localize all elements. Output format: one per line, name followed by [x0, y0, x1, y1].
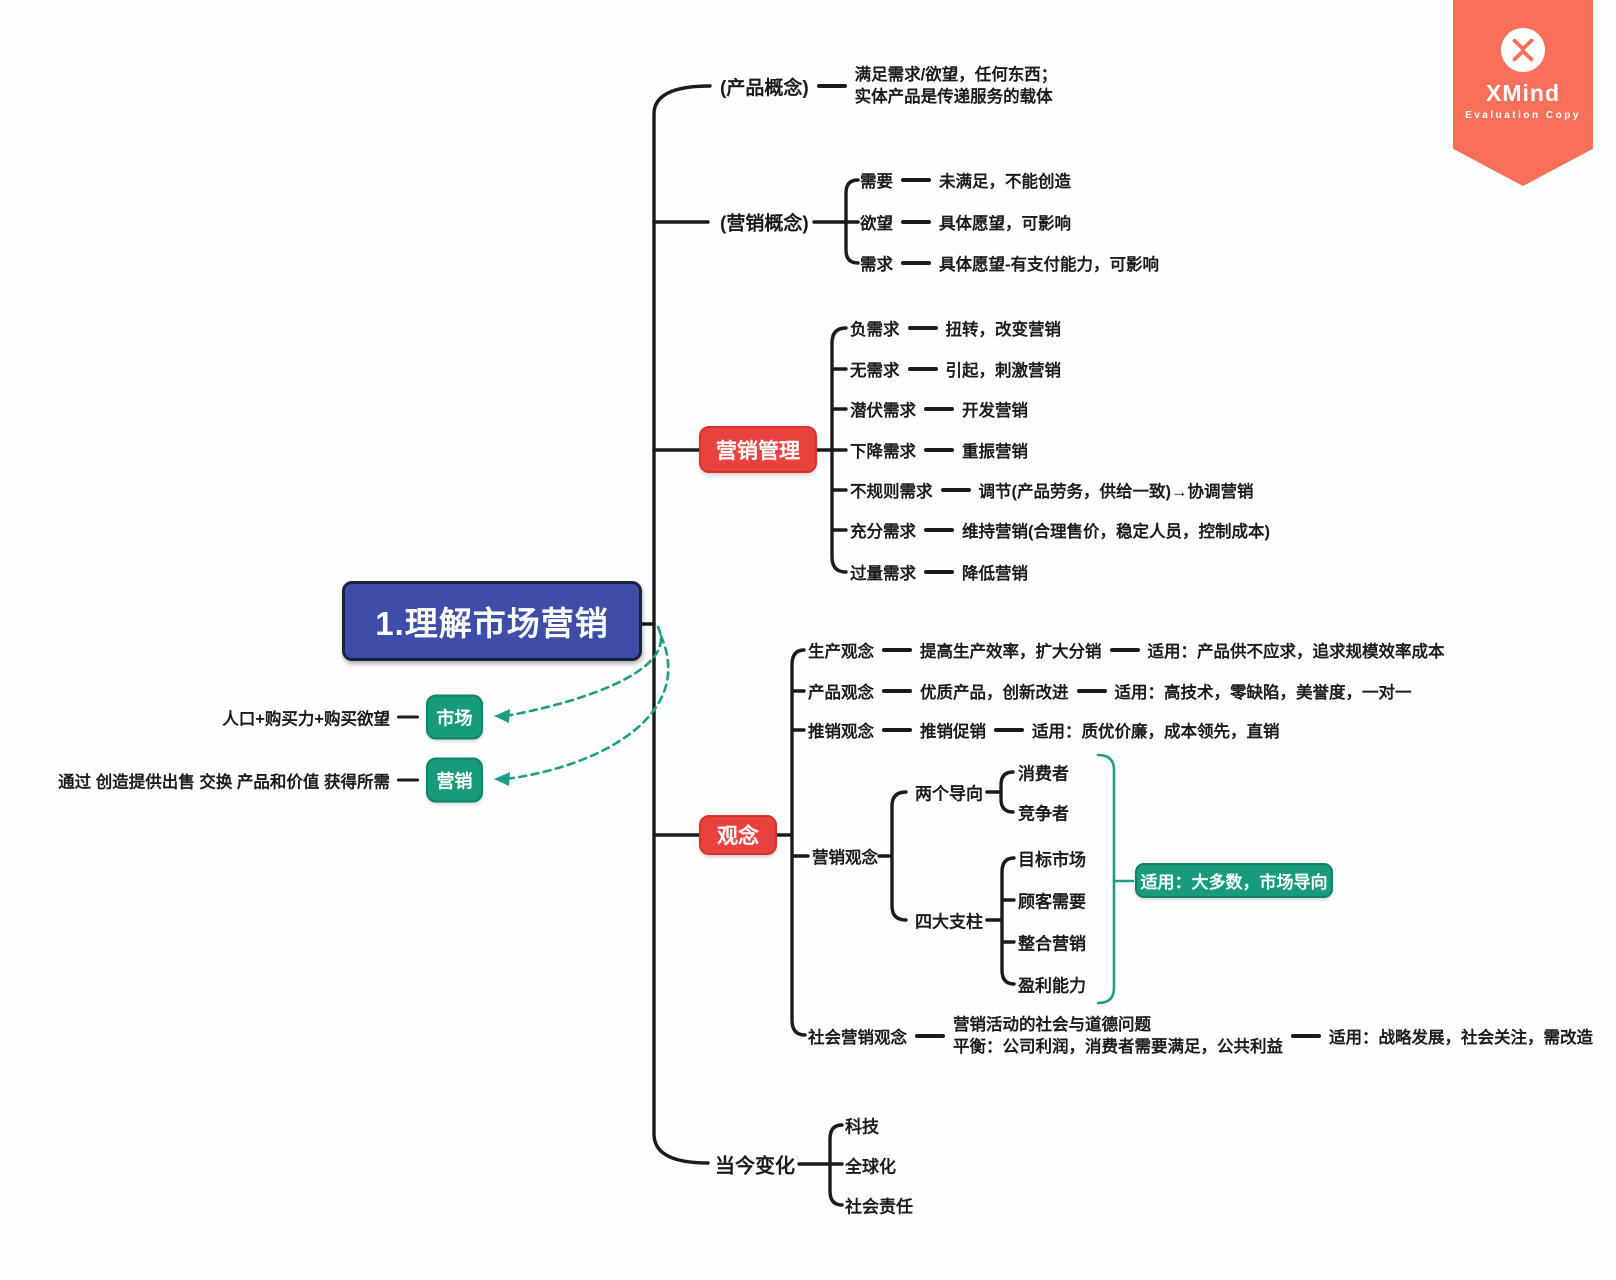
- marketing-connector-dash: [397, 778, 419, 782]
- floating-marketing-row: 通过 创造提供出售 交换 产品和价值 获得所需 营销: [58, 757, 483, 803]
- societal-desc[interactable]: 营销活动的社会与道德问题 平衡：公司利润，消费者需要满足，公共利益: [953, 1016, 1283, 1056]
- node-globalization[interactable]: 全球化: [845, 1157, 896, 1177]
- marketing-management-bracket: [815, 326, 848, 574]
- node-production-concept: 生产观念 提高生产效率，扩大分销 适用：产品供不应求，追求规模效率成本: [808, 643, 1445, 661]
- node-social-responsibility[interactable]: 社会责任: [845, 1197, 913, 1217]
- relationship-arrow-marketing: [504, 634, 670, 781]
- node-competitor[interactable]: 竞争者: [1018, 804, 1069, 824]
- apply-summary-topic[interactable]: 适用：大多数，市场导向: [1135, 863, 1333, 898]
- apply-summary-bracket: [1096, 753, 1116, 1005]
- node-full-demand: 充分需求 维持营销(合理售价，稳定人员，控制成本): [850, 523, 1270, 541]
- arrowhead-marketing: [494, 772, 510, 786]
- evaluation-copy-text: Evaluation Copy: [1465, 110, 1581, 121]
- node-irregular-demand: 不规则需求 调节(产品劳务，供给一致)→协调营销: [850, 483, 1254, 501]
- node-negative-demand: 负需求 扭转，改变营销: [850, 321, 1061, 339]
- node-need: 需要 未满足，不能创造: [860, 173, 1071, 191]
- node-societal-marketing: 社会营销观念 营销活动的社会与道德问题 平衡：公司利润，消费者需要满足，公共利益…: [808, 1016, 1593, 1056]
- relationship-arrow-market: [504, 625, 662, 718]
- product-concept-label[interactable]: (产品概念): [720, 77, 809, 99]
- node-selling-concept: 推销观念 推销促销 适用：质优价廉，成本领先，直销: [808, 723, 1280, 741]
- node-customer-needs[interactable]: 顾客需要: [1018, 892, 1086, 912]
- marketing-concept-label[interactable]: (营销概念): [720, 213, 809, 235]
- node-consumer[interactable]: 消费者: [1018, 764, 1069, 784]
- node-no-demand: 无需求 引起，刺激营销: [850, 362, 1061, 380]
- arrowheads: [494, 709, 510, 786]
- node-overfull-demand: 过量需求 降低营销: [850, 565, 1028, 583]
- concepts-topic[interactable]: 观念: [699, 815, 777, 855]
- market-note[interactable]: 人口+购买力+购买欲望: [222, 710, 390, 728]
- node-demand: 需求 具体愿望-有支付能力，可影响: [860, 256, 1159, 274]
- node-declining-demand: 下降需求 重振营销: [850, 443, 1028, 461]
- main-spine: [652, 84, 712, 1165]
- node-four-pillars[interactable]: 四大支柱: [915, 912, 983, 932]
- node-target-market[interactable]: 目标市场: [1018, 850, 1086, 870]
- marketing-management-topic[interactable]: 营销管理: [699, 426, 817, 473]
- marketing-orientation-bracket: [877, 790, 908, 922]
- node-product-concept: 产品观念 优质产品，创新改进 适用：高技术，零缺陷，美誉度，一对一: [808, 684, 1412, 702]
- changes-label[interactable]: 当今变化: [715, 1155, 795, 1178]
- four-pillars-bracket: [985, 856, 1016, 986]
- xmind-watermark-ribbon: XMind Evaluation Copy: [1453, 0, 1593, 186]
- two-orientations-bracket: [985, 770, 1015, 814]
- market-connector-dash: [397, 715, 419, 719]
- changes-bracket: [797, 1123, 844, 1207]
- marketing-concept-bracket: [812, 178, 860, 265]
- node-technology[interactable]: 科技: [845, 1117, 879, 1137]
- node-integrated-marketing[interactable]: 整合营销: [1018, 934, 1086, 954]
- floating-market-row: 人口+购买力+购买欲望 市场: [222, 694, 483, 740]
- marketing-note[interactable]: 通过 创造提供出售 交换 产品和价值 获得所需: [58, 773, 390, 791]
- black-connectors: [639, 84, 1016, 1207]
- node-want: 欲望 具体愿望，可影响: [860, 215, 1071, 233]
- marketing-topic[interactable]: 营销: [426, 757, 483, 803]
- central-topic[interactable]: 1.理解市场营销: [342, 581, 642, 661]
- node-two-orientations[interactable]: 两个导向: [915, 784, 983, 804]
- node-profitability[interactable]: 盈利能力: [1018, 976, 1086, 996]
- arrowhead-market: [494, 709, 510, 723]
- teal-connectors: [504, 625, 1135, 1005]
- concepts-bracket: [775, 648, 810, 1037]
- market-topic[interactable]: 市场: [426, 694, 483, 740]
- node-marketing-orientation[interactable]: 营销观念: [812, 849, 878, 867]
- node-latent-demand: 潜伏需求 开发营销: [850, 402, 1028, 420]
- xmind-brand-text: XMind: [1486, 80, 1560, 106]
- product-concept-desc[interactable]: 满足需求/欲望，任何东西； 实体产品是传递服务的载体: [854, 66, 1058, 106]
- xmind-logo-icon: [1501, 28, 1545, 72]
- branch-product-concept: (产品概念) 满足需求/欲望，任何东西； 实体产品是传递服务的载体: [720, 64, 1057, 108]
